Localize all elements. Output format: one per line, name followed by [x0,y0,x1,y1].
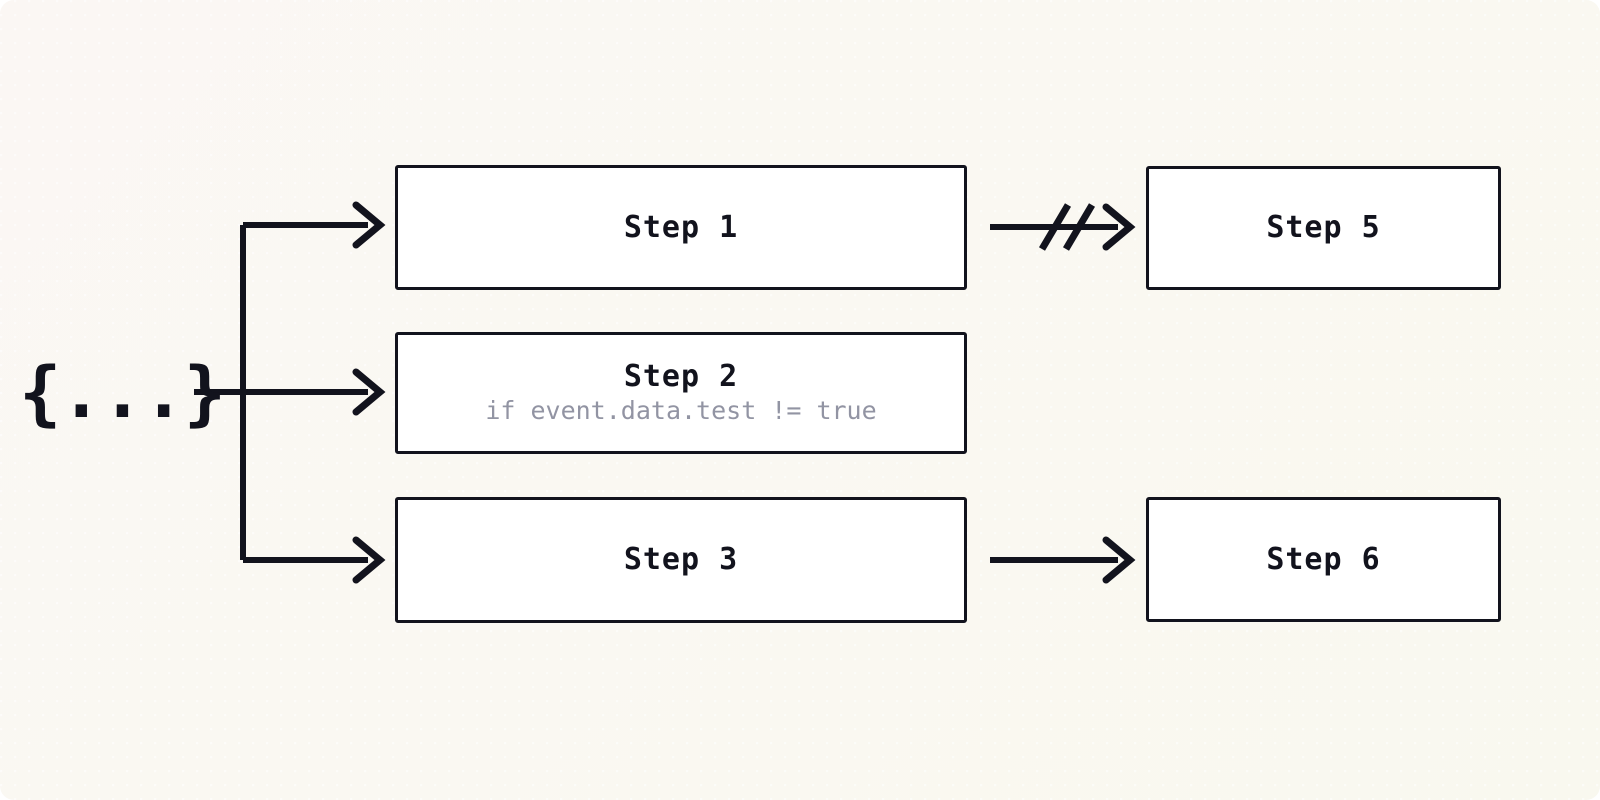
node-step5-title: Step 5 [1266,210,1381,246]
node-step2-condition: if event.data.test != true [485,396,877,426]
node-step3-title: Step 3 [623,542,739,578]
node-step5[interactable]: Step 5 [1146,166,1501,290]
node-step2[interactable]: Step 2 if event.data.test != true [395,332,967,454]
node-step3[interactable]: Step 3 [395,497,967,623]
node-step6-title: Step 6 [1266,541,1381,577]
node-step1[interactable]: Step 1 [395,165,967,290]
arrowhead-to-step5 [1102,203,1136,251]
node-step1-title: Step 1 [623,209,739,245]
trigger-label: {...} [19,352,226,434]
arrowhead-to-step6 [1102,536,1136,584]
arrowhead-to-step1 [352,201,386,249]
arrowhead-to-step3 [352,536,386,584]
blocked-slash-2 [1062,203,1096,251]
node-step6[interactable]: Step 6 [1146,497,1501,622]
node-step2-title: Step 2 [623,358,739,394]
arrowhead-to-step2 [352,368,386,416]
event-payload-trigger[interactable]: {...} [19,333,226,453]
blocked-slash-1 [1038,203,1072,251]
